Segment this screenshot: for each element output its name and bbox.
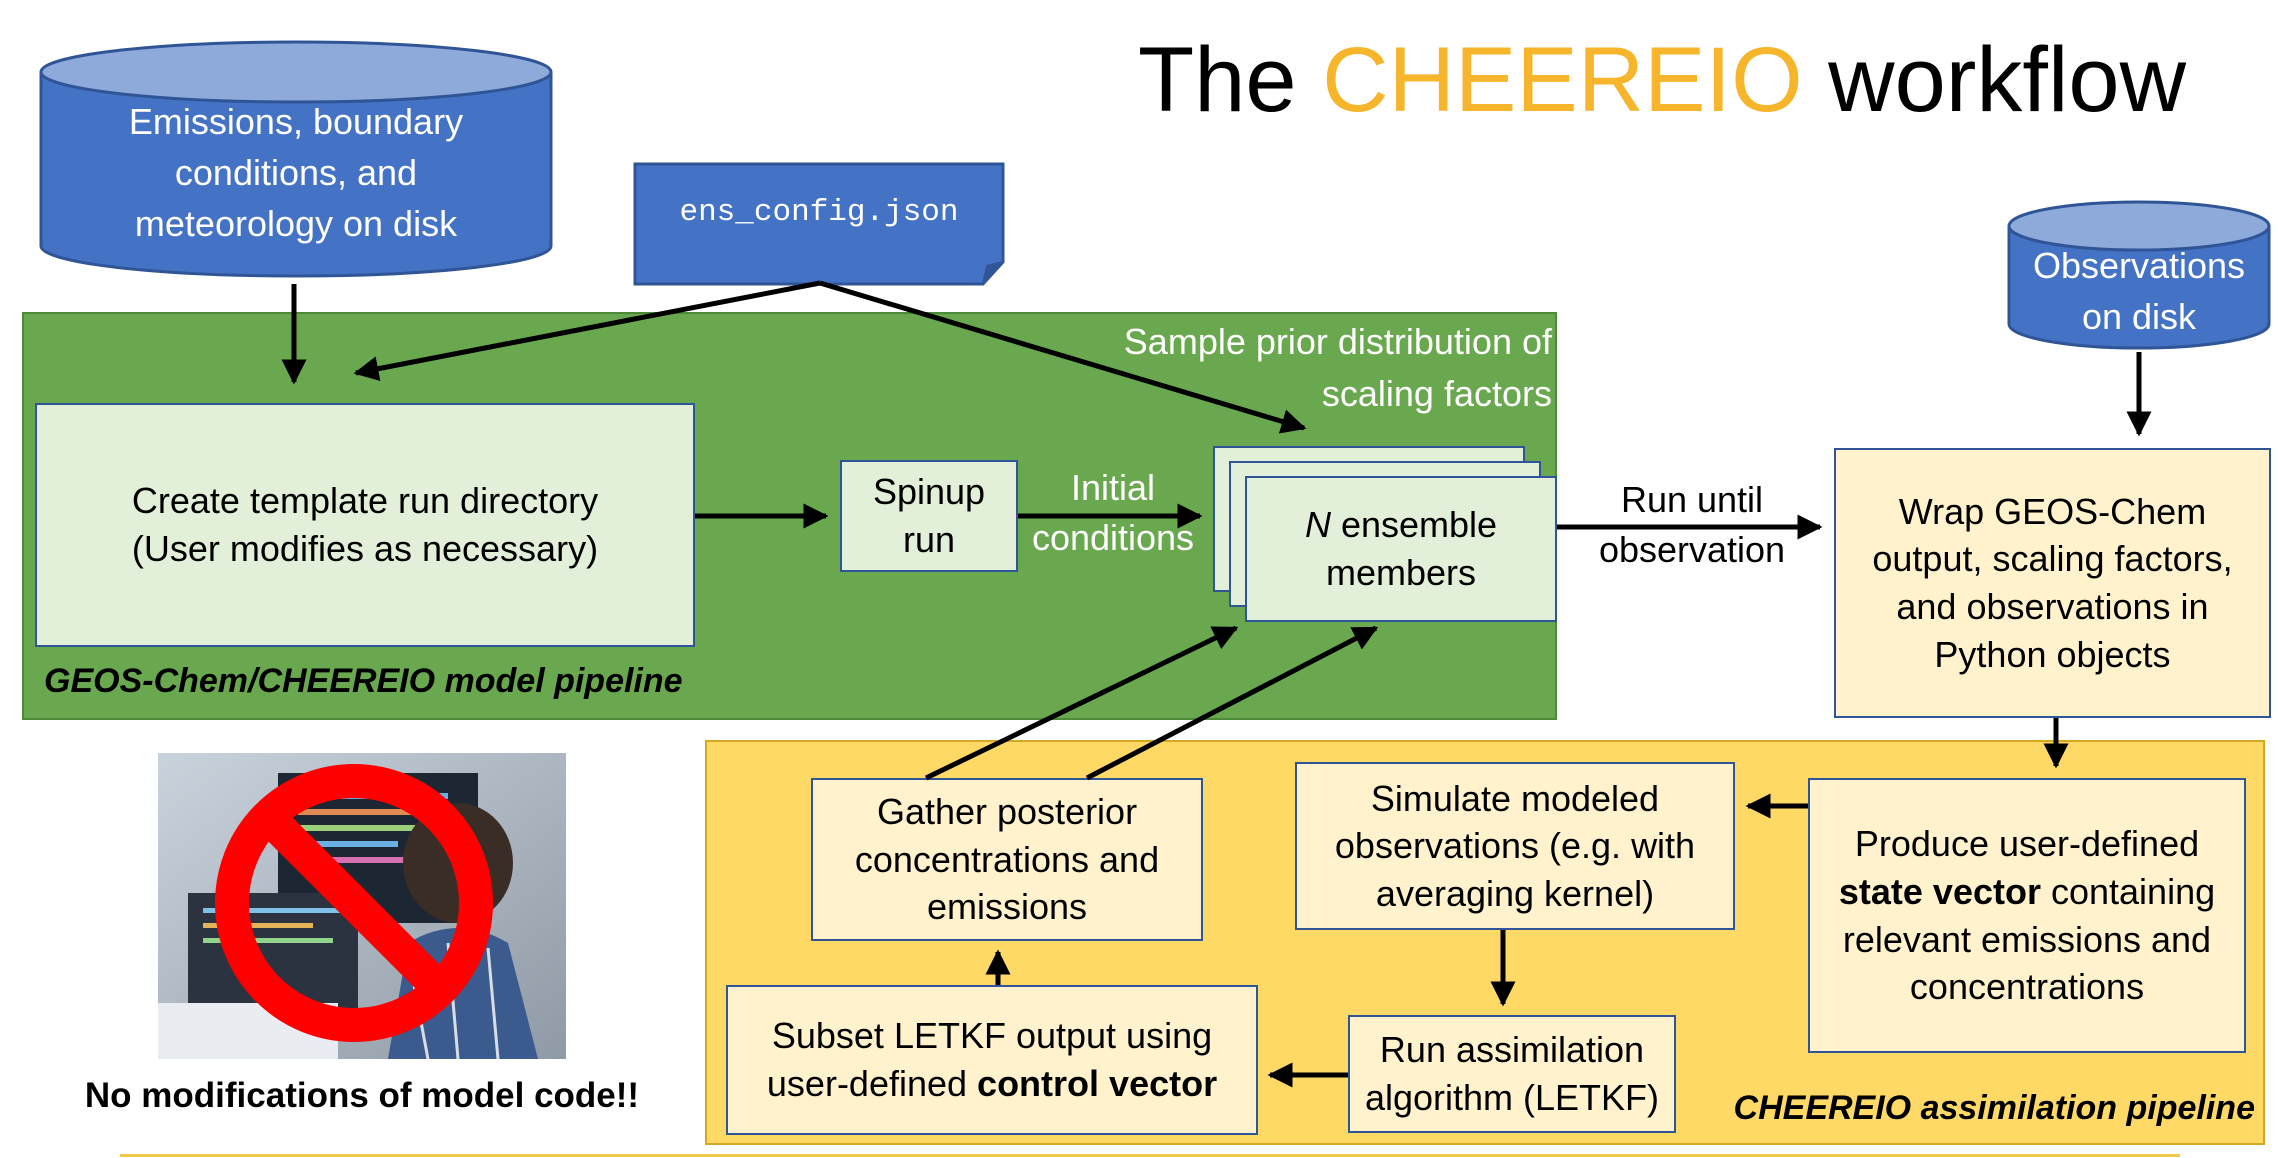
emissions-db-line: Emissions, boundary xyxy=(128,101,464,142)
run-until-line: Run until xyxy=(1620,479,1764,520)
wrap-line: Python objects xyxy=(1934,633,2171,675)
subset-output-text: Subset LETKF output using user-defined c… xyxy=(767,1012,1217,1107)
ensemble-line-1: N ensemble xyxy=(1305,501,1497,549)
no-modifications-image xyxy=(158,753,566,1059)
sample-prior-line: Sample prior distribution of xyxy=(1123,321,1552,362)
spinup-run-text: Spinup run xyxy=(873,468,985,563)
initial-conditions-line: Initial xyxy=(1070,467,1156,508)
run-assimilation-box: Run assimilation algorithm (LETKF) xyxy=(1348,1015,1676,1133)
state-vector-rest: containing xyxy=(2040,870,2216,912)
state-vector-line-4: concentrations xyxy=(1909,966,2145,1008)
template-run-directory-text: Create template run directory (User modi… xyxy=(132,477,598,572)
state-vector-line-2: state vector containing xyxy=(1839,868,2215,916)
sample-prior-line: scaling factors xyxy=(1321,373,1552,415)
spinup-line: run xyxy=(902,519,955,560)
state-vector-line-1: Produce user-defined xyxy=(1854,823,2200,865)
simulate-line: Simulate modeled xyxy=(1370,777,1660,819)
control-vector-bold: control vector xyxy=(977,1063,1218,1104)
arrow-gather-to-ensemble-1 xyxy=(924,625,1239,781)
arrow-config-to-template xyxy=(353,280,821,381)
run-assimilation-text: Run assimilation algorithm (LETKF) xyxy=(1365,1026,1659,1121)
assimilation-pipeline-label: CHEEREIO assimilation pipeline xyxy=(1733,1089,2255,1127)
wrap-line: and observations in xyxy=(1896,586,2209,627)
emissions-db-line: meteorology on disk xyxy=(134,203,458,245)
state-vector-box: Produce user-defined state vector contai… xyxy=(1808,778,2246,1053)
emissions-database-icon xyxy=(39,40,553,278)
simulate-line: averaging kernel) xyxy=(1375,872,1655,914)
gather-line: emissions xyxy=(926,886,1088,928)
initial-conditions-line: conditions xyxy=(1031,517,1195,559)
simulate-observations-text: Simulate modeled observations (e.g. with… xyxy=(1335,775,1695,918)
ensemble-members-box: N ensemble members xyxy=(1245,476,1557,622)
no-modifications-caption: No modifications of model code!! xyxy=(84,1076,640,1115)
emissions-database-label: Emissions, boundary conditions, and mete… xyxy=(38,96,554,249)
subset-line-1: Subset LETKF output using xyxy=(771,1015,1213,1057)
subset-line-2: user-defined control vector xyxy=(767,1060,1217,1108)
gather-line: Gather posterior xyxy=(876,791,1138,833)
arrow-gather-to-ensemble-2 xyxy=(1085,625,1379,781)
page-title: The CHEEREIO workflow xyxy=(1138,28,2186,133)
wrap-outputs-box: Wrap GEOS-Chem output, scaling factors, … xyxy=(1834,448,2271,718)
template-line: (User modifies as necessary) xyxy=(131,528,599,569)
spinup-run-box: Spinup run xyxy=(840,460,1018,572)
run-until-line: observation xyxy=(1598,529,1786,571)
spinup-line: Spinup xyxy=(872,471,986,513)
observations-database-label: Observations on disk xyxy=(2006,240,2272,342)
ensemble-line-2: members xyxy=(1325,552,1476,593)
ensemble-n: N xyxy=(1304,504,1331,546)
observations-db-line: on disk xyxy=(2081,296,2197,338)
run-until-observation-label: Run until observation xyxy=(1582,475,1802,576)
wrap-outputs-text: Wrap GEOS-Chem output, scaling factors, … xyxy=(1872,488,2232,678)
observations-database-icon xyxy=(2007,200,2271,350)
title-highlight: CHEEREIO xyxy=(1322,29,1803,131)
gather-posterior-box: Gather posterior concentrations and emis… xyxy=(811,778,1203,941)
config-document-icon xyxy=(633,162,1005,286)
wrap-line: output, scaling factors, xyxy=(1872,538,2233,580)
gather-line: concentrations and xyxy=(854,838,1160,880)
simulate-observations-box: Simulate modeled observations (e.g. with… xyxy=(1295,762,1735,930)
emissions-db-line: conditions, and xyxy=(174,152,418,194)
simulate-line: observations (e.g. with xyxy=(1334,825,1696,867)
subset-output-box: Subset LETKF output using user-defined c… xyxy=(726,985,1258,1135)
observations-db-line: Observations xyxy=(2032,245,2246,286)
initial-conditions-label: Initial conditions xyxy=(1018,463,1208,564)
state-vector-bold: state vector xyxy=(1838,870,2041,912)
template-run-directory-box: Create template run directory (User modi… xyxy=(35,403,695,647)
run-assimilation-line: algorithm (LETKF) xyxy=(1364,1077,1660,1118)
title-suffix: workflow xyxy=(1802,29,2187,131)
title-prefix: The xyxy=(1138,29,1323,131)
config-file-name: ens_config.json xyxy=(679,194,959,230)
bottom-rule xyxy=(120,1154,2180,1157)
subset-prefix: user-defined xyxy=(766,1063,978,1104)
ensemble-members-text: N ensemble members xyxy=(1305,501,1497,596)
run-assimilation-line: Run assimilation xyxy=(1379,1029,1645,1071)
sample-prior-label: Sample prior distribution of scaling fac… xyxy=(1040,316,1552,420)
template-line: Create template run directory xyxy=(131,480,599,522)
gather-posterior-text: Gather posterior concentrations and emis… xyxy=(855,788,1159,931)
model-pipeline-label: GEOS-Chem/CHEEREIO model pipeline xyxy=(44,662,683,700)
arrow-config-to-ensemble xyxy=(819,280,1307,434)
ensemble-word: ensemble xyxy=(1330,504,1498,546)
state-vector-text: Produce user-defined state vector contai… xyxy=(1839,820,2215,1010)
state-vector-line-3: relevant emissions and xyxy=(1842,918,2212,960)
wrap-line: Wrap GEOS-Chem xyxy=(1898,490,2207,532)
